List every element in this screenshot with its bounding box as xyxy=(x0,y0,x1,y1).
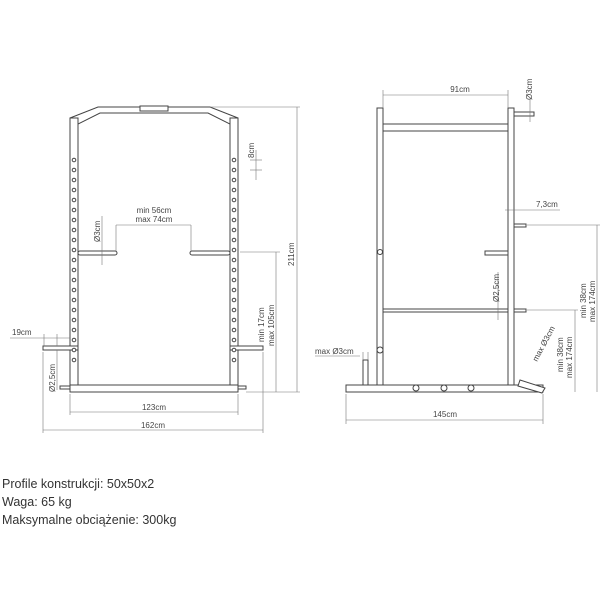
upright-hole xyxy=(71,207,77,213)
dim-top-pin-diameter: Ø3cm xyxy=(525,78,534,100)
logo-plate xyxy=(139,105,169,112)
dim-73cm: 7,3cm xyxy=(536,200,558,209)
spec-max-load: Maksymalne obciążenie: 300kg xyxy=(2,513,177,527)
dim-hook-min: min 17cm xyxy=(257,307,266,342)
lower-pin xyxy=(513,308,527,313)
right-plate-pin xyxy=(229,345,264,351)
dim-hook-diameter: Ø3cm xyxy=(93,220,102,242)
dim-inner-max: max 174cm xyxy=(565,336,574,378)
front-view: 8cm min 56cm max 74cm Ø3cm 211cm min 17c… xyxy=(10,105,300,433)
dim-width-max: max 74cm xyxy=(136,215,173,224)
dim-pin-diameter: Ø2,5cm xyxy=(48,364,57,392)
upright-hole xyxy=(71,347,77,353)
dim-outer-min: min 38cm xyxy=(579,283,588,318)
upright-hole xyxy=(71,197,77,203)
right-j-hook xyxy=(189,250,231,256)
upright-hole xyxy=(231,237,237,243)
plate-storage-post xyxy=(362,359,369,386)
dim-19cm: 19cm xyxy=(12,328,32,337)
upright-hole xyxy=(231,287,237,293)
upright-hole xyxy=(71,327,77,333)
spec-weight: Waga: 65 kg xyxy=(2,495,72,509)
dim-hook-max: max 105cm xyxy=(267,304,276,346)
upright-hole xyxy=(231,307,237,313)
upright-hole xyxy=(71,317,77,323)
upright-hole xyxy=(71,187,77,193)
base-hole xyxy=(412,384,420,392)
upright-hole xyxy=(231,297,237,303)
left-plate-pin xyxy=(42,345,79,351)
upright-hole xyxy=(231,317,237,323)
upright-hole xyxy=(231,207,237,213)
upright-hole xyxy=(231,247,237,253)
upright-hole xyxy=(231,217,237,223)
left-foot-pin xyxy=(59,385,71,390)
upright-hole xyxy=(71,357,77,363)
j-hook-side xyxy=(484,250,509,256)
mid-pin xyxy=(513,223,527,228)
upright-hole xyxy=(231,357,237,363)
base-hole xyxy=(467,384,475,392)
dim-width-min: min 56cm xyxy=(137,206,172,215)
upright-hole xyxy=(71,157,77,163)
upright-hole xyxy=(231,177,237,183)
dim-post-diameter: max Ø3cm xyxy=(315,347,354,356)
upright-hole xyxy=(376,346,384,354)
left-j-hook xyxy=(77,250,118,256)
upright-hole xyxy=(231,337,237,343)
upright-hole xyxy=(71,277,77,283)
spec-list: Profile konstrukcji: 50x50x2 Waga: 65 kg… xyxy=(2,475,176,529)
upright-hole xyxy=(71,267,77,273)
dim-total-height: 211cm xyxy=(287,242,296,266)
upright-hole xyxy=(231,327,237,333)
dim-inner-width: 123cm xyxy=(142,403,166,412)
side-view: 91cm Ø3cm 7,3cm Ø2,5cm min 38cm max 174c… xyxy=(315,78,600,424)
upright-hole xyxy=(231,267,237,273)
upright-hole xyxy=(231,167,237,173)
base-hole xyxy=(440,384,448,392)
dim-total-width: 162cm xyxy=(141,421,165,430)
dim-landmine-diameter: max Ø3cm xyxy=(531,324,557,363)
upright-hole xyxy=(231,197,237,203)
upright-hole xyxy=(71,287,77,293)
upright-hole xyxy=(71,177,77,183)
upright-hole xyxy=(71,307,77,313)
upright-hole xyxy=(71,167,77,173)
spec-profile: Profile konstrukcji: 50x50x2 xyxy=(2,477,155,491)
dim-8cm: 8cm xyxy=(247,143,256,158)
upright-hole xyxy=(71,257,77,263)
upright-hole xyxy=(71,337,77,343)
upright-hole xyxy=(231,347,237,353)
dim-depth: 145cm xyxy=(433,410,457,419)
base-crossbar xyxy=(69,384,239,393)
upright-hole xyxy=(231,157,237,163)
top-pin xyxy=(513,111,535,117)
upright-hole xyxy=(377,249,383,255)
landmine-sleeve xyxy=(517,379,546,394)
dim-outer-max: max 174cm xyxy=(588,280,597,322)
upright-holes xyxy=(71,157,237,363)
pullup-bar xyxy=(382,123,509,132)
upright-hole xyxy=(231,257,237,263)
upright-hole xyxy=(231,277,237,283)
upright-hole xyxy=(231,227,237,233)
upright-hole xyxy=(71,227,77,233)
upright-hole xyxy=(71,237,77,243)
upright-hole xyxy=(71,247,77,253)
upright-hole xyxy=(71,297,77,303)
dim-91cm: 91cm xyxy=(450,85,470,94)
dim-bar-diameter: Ø2,5cm xyxy=(492,274,501,302)
dim-inner-min: min 38cm xyxy=(556,337,565,372)
upright-hole xyxy=(231,187,237,193)
right-foot-pin xyxy=(237,385,247,390)
upright-hole xyxy=(71,217,77,223)
lower-bar xyxy=(382,308,509,313)
rear-upright xyxy=(507,107,515,393)
